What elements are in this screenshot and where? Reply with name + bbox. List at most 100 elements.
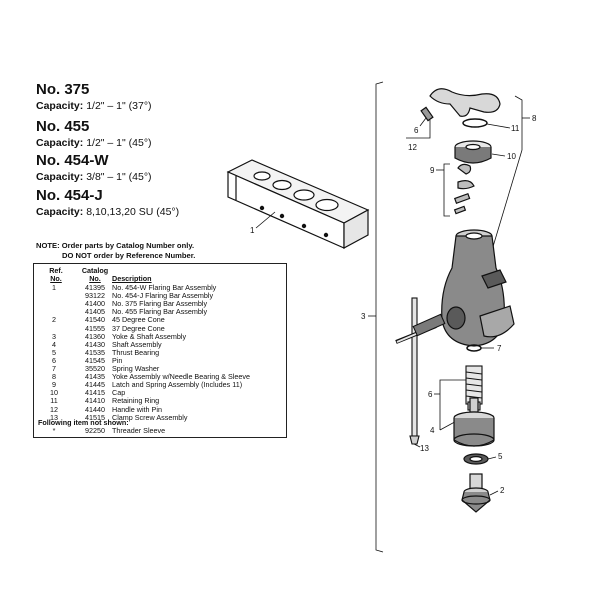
cell-cat: 41430 [85, 339, 105, 349]
bracket-3 [368, 81, 384, 553]
cell-ref: 7 [52, 364, 56, 373]
bracket-8 [491, 95, 530, 251]
cell-cat: 41400 [85, 299, 105, 309]
cell-desc: Cap [112, 388, 126, 398]
handle-drawing [420, 88, 501, 122]
leader-6-12 [406, 117, 431, 139]
order-note: NOTE: Order parts by Catalog Number only… [36, 241, 195, 261]
cell-ref: 6 [52, 355, 56, 365]
cell-desc: Yoke Assembly w/Needle Bearing & Sleeve [112, 372, 250, 382]
cell-ref: 1 [52, 283, 56, 292]
latch-spring-drawing [453, 163, 475, 215]
cell-desc: Spring Washer [112, 364, 160, 373]
cell-desc: Retaining Ring [112, 396, 160, 406]
capacity-454w: Capacity: 3/8" – 1" (45°) [36, 171, 152, 183]
cell-desc: No. 375 Flaring Bar Assembly [112, 299, 208, 309]
model-number-454j: No. 454-J [36, 187, 103, 204]
capacity-455: Capacity: 1/2" – 1" (45°) [36, 137, 152, 149]
table-row: 41555 37 Degree Cone [34, 323, 288, 333]
shaft-assembly-drawing [453, 397, 495, 447]
table-row: 2 41540 45 Degree Cone [34, 315, 288, 325]
table-row: 5 41535 Thrust Bearing [34, 347, 288, 357]
yoke-body-drawing [441, 229, 515, 347]
cell-cat: 41555 [85, 323, 105, 333]
cell-cat: 41545 [85, 355, 105, 365]
cell-desc: 45 Degree Cone [112, 315, 165, 325]
model-number-455: No. 455 [36, 118, 90, 135]
cell-cat: 41360 [85, 331, 105, 341]
table-row: 7 35520 Spring Washer [34, 364, 288, 373]
cell-desc: Latch and Spring Assembly (Includes 11) [112, 380, 243, 390]
table-row: 41405 No. 455 Flaring Bar Assembly [34, 307, 288, 317]
callout-2: 2 [500, 486, 505, 495]
callout-6a: 6 [414, 126, 419, 135]
callout-12: 12 [408, 143, 417, 152]
cell-ref: 5 [52, 347, 56, 357]
cell-cat: 41515 [85, 412, 105, 422]
callout-11: 11 [511, 124, 520, 133]
following-label: Following item not shown: [38, 418, 129, 427]
cell-ref: 9 [52, 380, 56, 390]
cell-cat: 41410 [85, 396, 105, 406]
callout-1: 1 [250, 226, 255, 235]
cell-desc: 37 Degree Cone [112, 323, 165, 333]
cell-ref: 11 [50, 396, 58, 406]
table-row: 11 41410 Retaining Ring [34, 396, 288, 406]
cell-desc: Clamp Screw Assembly [112, 412, 188, 422]
leader-1 [255, 211, 276, 229]
cell-desc: Yoke & Shaft Assembly [112, 331, 187, 341]
cell-cat: 93122 [85, 291, 105, 301]
table-row: 1 41395 No. 454-W Flaring Bar Assembly [34, 283, 288, 292]
bracket-9 [436, 163, 450, 217]
cell-cat: 41395 [85, 283, 105, 292]
table-row: 6 41545 Pin [34, 355, 288, 365]
header-description: Description [112, 274, 152, 283]
cell-desc: Pin [112, 355, 123, 365]
callout-3: 3 [361, 312, 366, 321]
cell-cat: 41405 [85, 307, 105, 317]
cell-cat: 41415 [85, 388, 105, 398]
cell-desc: No. 455 Flaring Bar Assembly [112, 307, 208, 317]
flaring-bar-drawing [226, 159, 370, 250]
thrust-bearing-drawing [463, 453, 489, 465]
capacity-454j: Capacity: 8,10,13,20 SU (45°) [36, 206, 180, 218]
table-row-extra: * 92250 Threader Sleeve [52, 426, 166, 435]
cell-desc: Thrust Bearing [112, 347, 160, 357]
cell-cat: 41440 [85, 404, 105, 414]
cap-drawing [454, 140, 492, 164]
callout-8: 8 [532, 114, 537, 123]
order-note-line-1: NOTE: Order parts by Catalog Number only… [36, 241, 195, 250]
cell-cat: 35520 [85, 364, 105, 373]
table-row: 41400 No. 375 Flaring Bar Assembly [34, 299, 288, 309]
callout-4: 4 [430, 426, 435, 435]
header-ref-no: Ref.No. [49, 266, 63, 284]
cell-ref: 3 [52, 331, 56, 341]
table-row: 4 41430 Shaft Assembly [34, 339, 288, 349]
cell-cat: 41435 [85, 372, 105, 382]
cell-ref: 2 [52, 315, 56, 325]
cell-ref: 10 [50, 388, 58, 398]
callout-9: 9 [430, 166, 435, 175]
model-number-375: No. 375 [36, 81, 90, 98]
clamp-screw-drawing [395, 297, 446, 445]
cell-desc: Shaft Assembly [112, 339, 162, 349]
cell-desc: Handle with Pin [112, 404, 162, 414]
retaining-ring-drawing [462, 118, 488, 128]
cell-cat: 41535 [85, 347, 105, 357]
table-row: 10 41415 Cap [34, 388, 288, 398]
callout-13: 13 [420, 444, 429, 453]
cell-desc: No. 454-J Flaring Bar Assembly [112, 291, 214, 301]
table-row: 9 41445 Latch and Spring Assembly (Include… [34, 380, 288, 390]
cell-cat: 41445 [85, 380, 105, 390]
callout-7: 7 [497, 344, 502, 353]
model-number-454w: No. 454-W [36, 152, 109, 169]
cell-desc: No. 454-W Flaring Bar Assembly [112, 283, 217, 292]
cell-ref: 4 [52, 339, 56, 349]
cell-cat: 41540 [85, 315, 105, 325]
